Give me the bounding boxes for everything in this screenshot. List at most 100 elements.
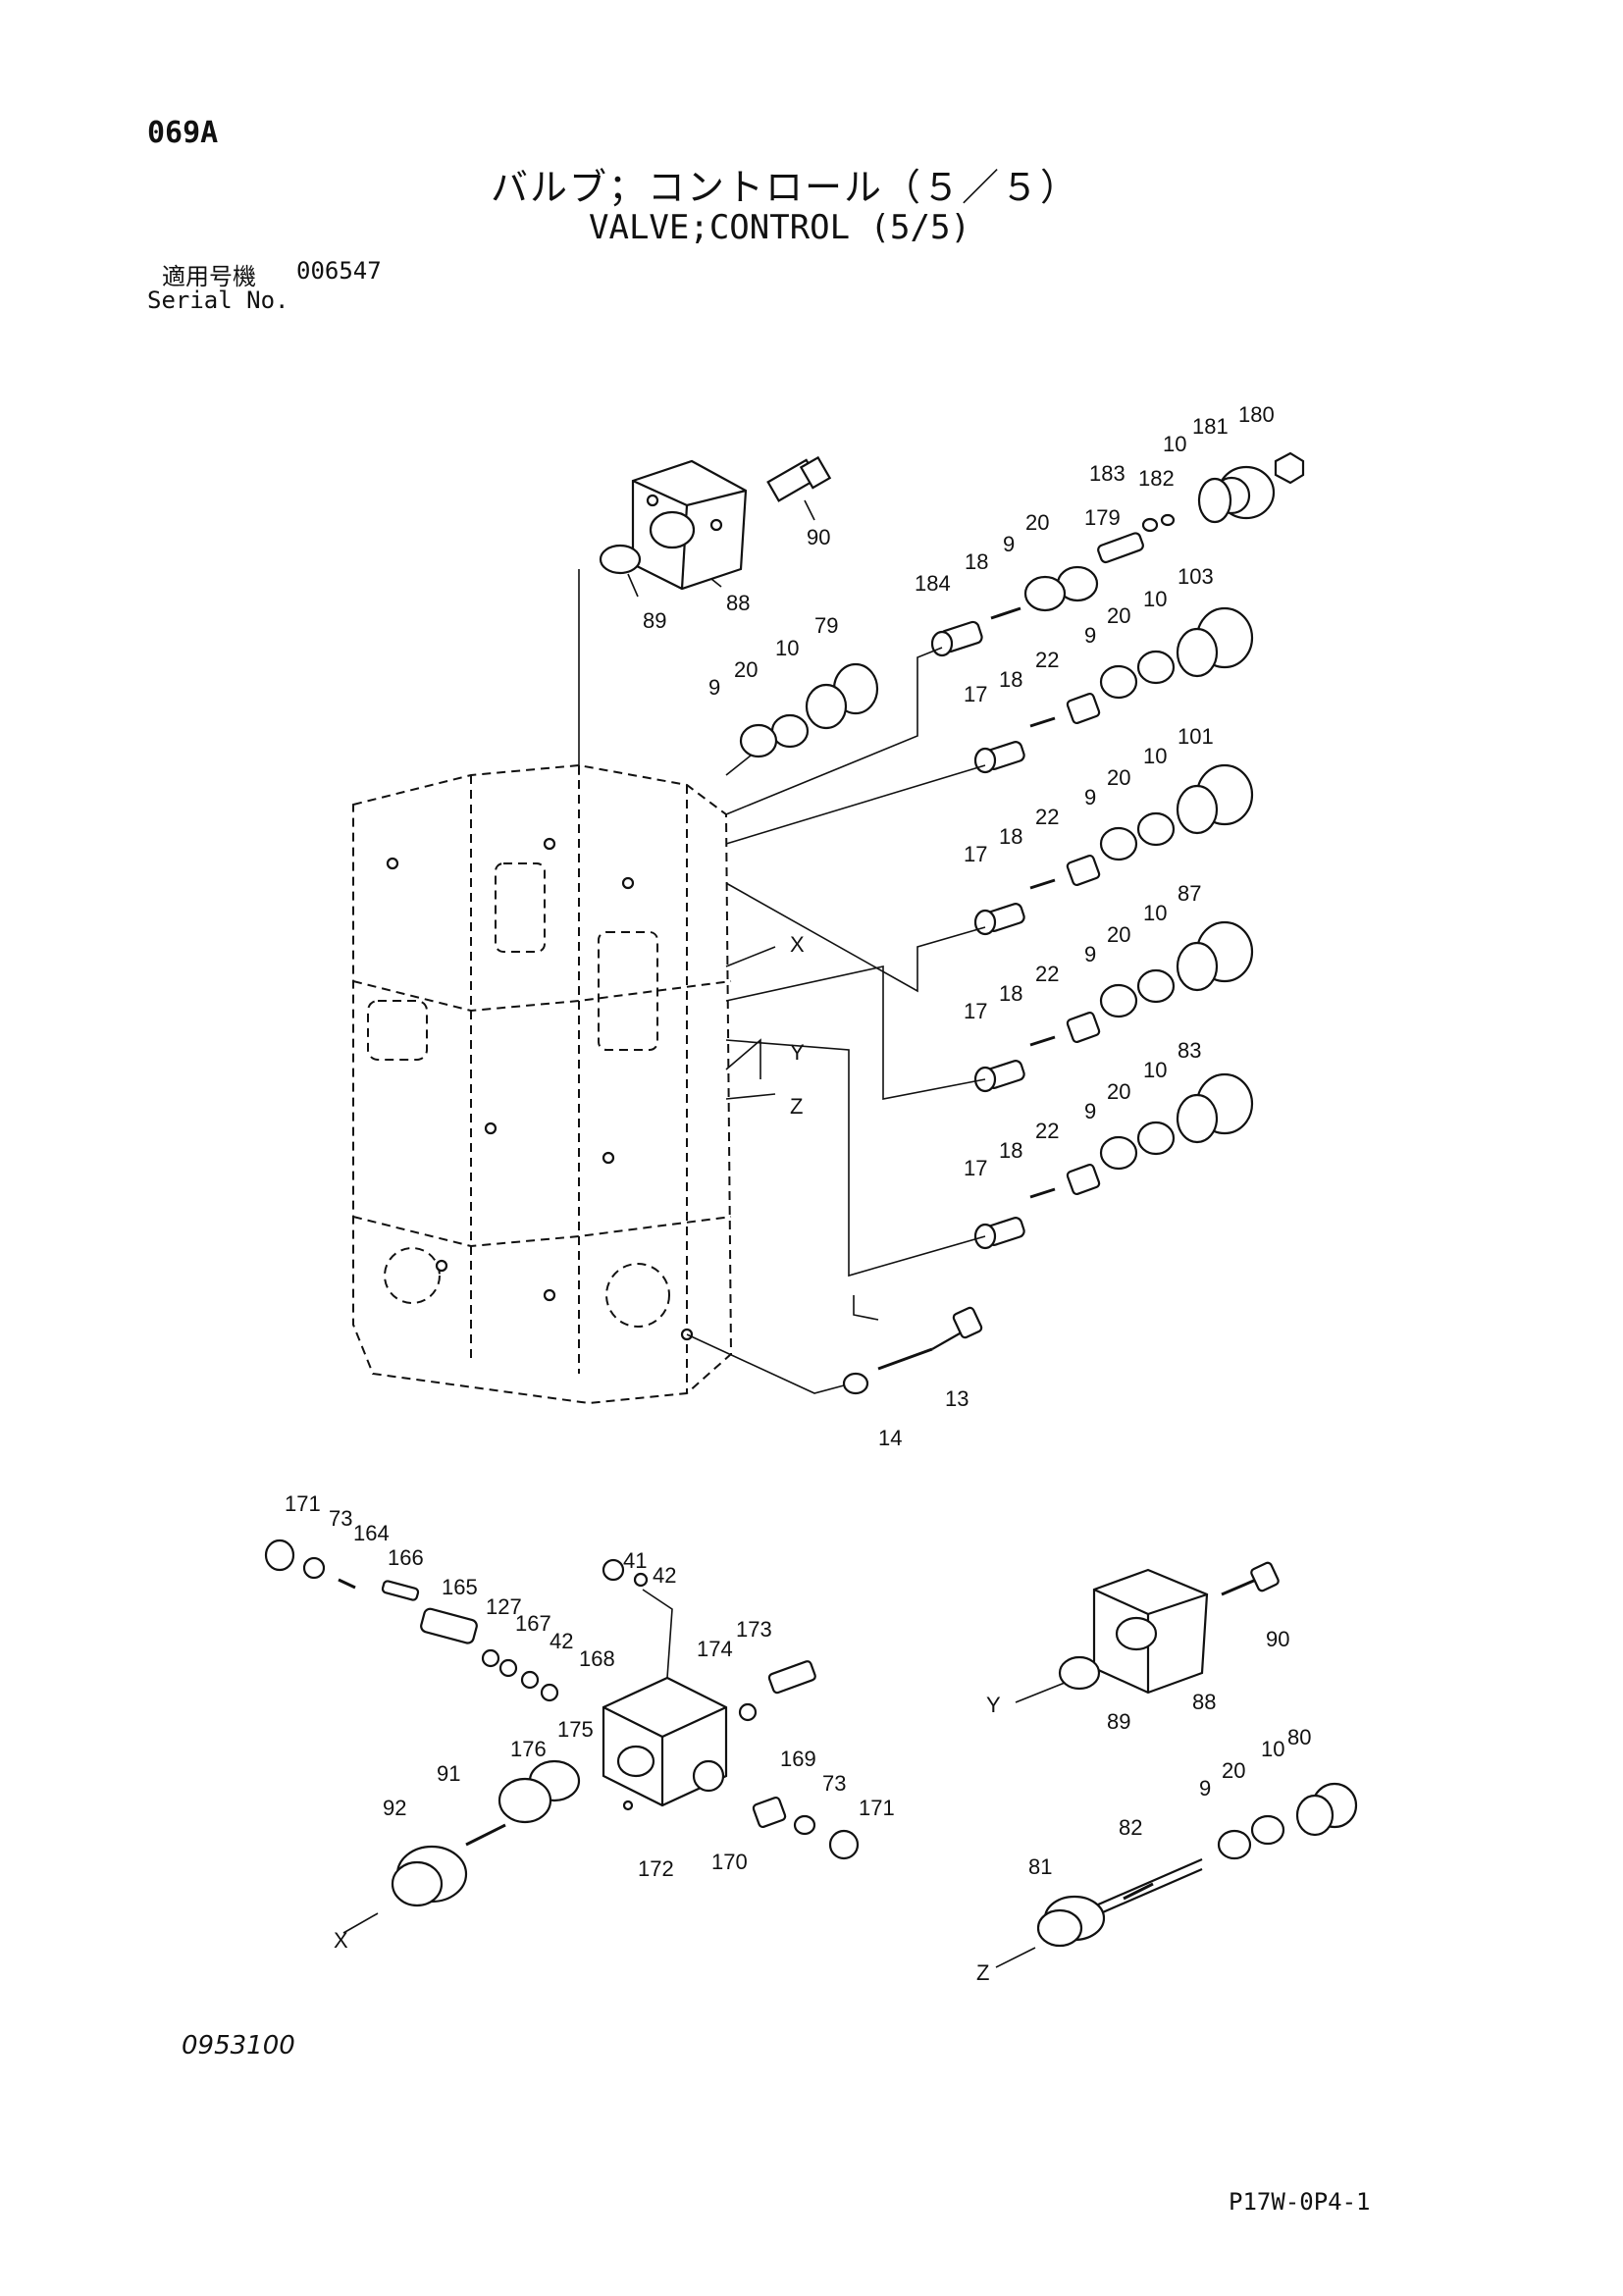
callout-89-b: 89	[1107, 1709, 1130, 1734]
callout-17-b: 17	[964, 842, 987, 866]
serial-number-value: 006547	[296, 257, 382, 285]
callout-10-a: 10	[1163, 432, 1186, 456]
callout-20-g: 20	[1222, 1758, 1245, 1783]
callout-42-a: 42	[550, 1629, 573, 1653]
callout-90-b: 90	[1266, 1627, 1289, 1651]
plug-row-83	[725, 1039, 1254, 1278]
callout-168: 168	[579, 1646, 615, 1671]
callout-9-g: 9	[1199, 1776, 1211, 1800]
callout-18-c: 18	[999, 824, 1022, 849]
callout-73-b: 73	[822, 1771, 846, 1796]
callout-10-c: 10	[1143, 587, 1167, 611]
callout-20-d: 20	[1107, 765, 1130, 790]
callout-14: 14	[878, 1426, 902, 1450]
callout-179: 179	[1084, 505, 1121, 530]
callout-41: 41	[623, 1548, 647, 1573]
callout-166: 166	[388, 1545, 424, 1570]
row-1-parts	[725, 451, 1305, 815]
callout-83: 83	[1178, 1038, 1201, 1063]
serial-label-english: Serial No.	[147, 287, 289, 314]
callout-17-d: 17	[964, 1156, 987, 1180]
callout-10-b: 10	[775, 636, 799, 660]
port-label-x: X	[790, 932, 805, 957]
plug-row-87	[725, 920, 1254, 1100]
callout-9-b: 9	[708, 675, 720, 700]
callout-173: 173	[736, 1617, 772, 1642]
callout-17-c: 17	[964, 999, 987, 1023]
callout-101: 101	[1178, 724, 1214, 749]
callout-171-b: 171	[859, 1796, 895, 1820]
callout-175: 175	[557, 1717, 594, 1742]
callout-87: 87	[1178, 881, 1201, 906]
callout-183: 183	[1089, 461, 1126, 486]
page-reference: P17W-0P4-1	[1229, 2188, 1371, 2216]
serial-label-japanese: 適用号機	[162, 263, 256, 290]
callout-88: 88	[726, 591, 750, 615]
callout-22-b: 22	[1035, 805, 1059, 829]
callout-10-f: 10	[1143, 1058, 1167, 1082]
callout-9-f: 9	[1084, 1099, 1096, 1123]
port-label-y-lower: Y	[986, 1693, 1001, 1717]
callout-184: 184	[915, 571, 951, 596]
callout-89: 89	[643, 608, 666, 633]
valve-body	[352, 763, 733, 1405]
callout-91: 91	[437, 1761, 460, 1786]
callout-180: 180	[1238, 402, 1275, 427]
callout-167: 167	[515, 1611, 551, 1636]
callout-90: 90	[807, 525, 830, 549]
relief-valve-assembly	[264, 1539, 860, 1934]
callout-10-d: 10	[1143, 744, 1167, 768]
port-label-x-lower: X	[334, 1928, 348, 1953]
callout-18-b: 18	[999, 667, 1022, 692]
callout-171-a: 171	[285, 1491, 321, 1516]
callout-88-b: 88	[1192, 1690, 1216, 1714]
bolt-13-group	[686, 1295, 983, 1395]
callout-181: 181	[1192, 414, 1229, 439]
port-label-z-lower: Z	[976, 1960, 989, 1985]
callout-73-a: 73	[329, 1506, 352, 1531]
callout-164: 164	[353, 1521, 390, 1545]
callout-79: 79	[814, 613, 838, 638]
callout-9-a: 9	[1003, 532, 1015, 556]
callout-176: 176	[510, 1737, 547, 1761]
plug-row-101	[725, 763, 1254, 993]
plug-row-103	[725, 606, 1254, 845]
page-title-english: VALVE;CONTROL (5/5)	[589, 208, 970, 247]
callout-18-d: 18	[999, 981, 1022, 1006]
callout-165: 165	[442, 1575, 478, 1599]
callout-174: 174	[697, 1637, 733, 1661]
callout-182: 182	[1138, 466, 1175, 491]
callout-20-e: 20	[1107, 922, 1130, 947]
callout-18-e: 18	[999, 1138, 1022, 1163]
callout-172: 172	[638, 1856, 674, 1881]
cover-88-assembly	[578, 455, 832, 775]
callout-80: 80	[1287, 1725, 1311, 1749]
callout-20-b: 20	[734, 657, 758, 682]
lower-cover-spool-assembly	[995, 1561, 1358, 1968]
callout-20-f: 20	[1107, 1079, 1130, 1104]
page-code: 069A	[147, 116, 219, 150]
callout-81: 81	[1028, 1854, 1052, 1879]
callout-127: 127	[486, 1594, 522, 1619]
callout-170: 170	[711, 1850, 748, 1874]
callout-20-a: 20	[1025, 510, 1049, 535]
callout-22-a: 22	[1035, 648, 1059, 672]
callout-9-d: 9	[1084, 785, 1096, 809]
callout-169: 169	[780, 1747, 816, 1771]
callout-17-a: 17	[964, 682, 987, 706]
callout-13: 13	[945, 1386, 969, 1411]
port-label-y: Y	[790, 1040, 805, 1065]
callout-10-e: 10	[1143, 901, 1167, 925]
callout-18-a: 18	[965, 549, 988, 574]
callout-22-c: 22	[1035, 962, 1059, 986]
callout-9-e: 9	[1084, 942, 1096, 966]
port-label-z: Z	[790, 1094, 803, 1119]
callout-20-c: 20	[1107, 603, 1130, 628]
plug-79-group	[725, 662, 879, 776]
callout-92: 92	[383, 1796, 406, 1820]
callout-103: 103	[1178, 564, 1214, 589]
callout-22-d: 22	[1035, 1119, 1059, 1143]
drawing-number: 0953100	[182, 2031, 295, 2061]
callout-10-g: 10	[1261, 1737, 1284, 1761]
callout-9-c: 9	[1084, 623, 1096, 648]
